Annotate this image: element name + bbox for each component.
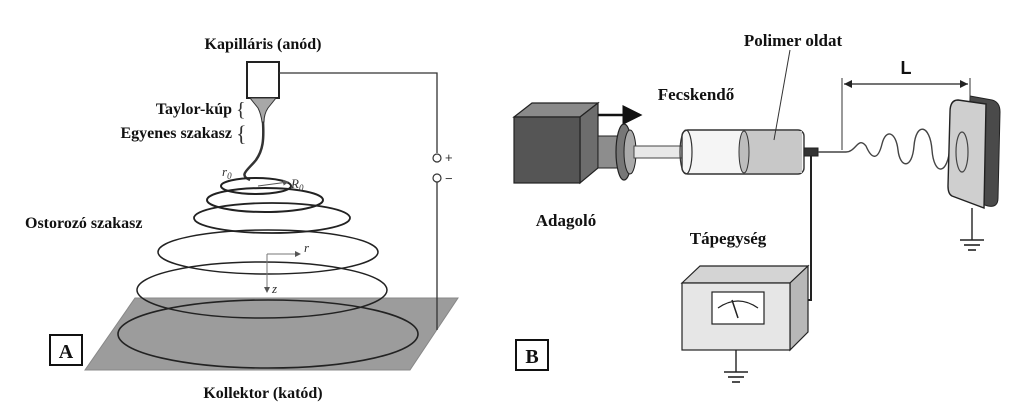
syringe-label: Fecskendő xyxy=(658,85,735,104)
whipping-spiral xyxy=(117,177,419,369)
panel-a: r0 R0 r z + − Kapilláris (anód) Taylor-k… xyxy=(25,36,459,402)
ground-symbol-collector xyxy=(960,239,984,251)
r0-label: r0 xyxy=(222,164,232,181)
taylor-brace: { xyxy=(236,99,246,121)
panel-b: L Polimer oldat Fecskendő Adagoló Tápegy… xyxy=(512,31,1001,383)
collector-plate xyxy=(84,297,459,371)
straight-brace: { xyxy=(236,121,247,146)
terminal-plus xyxy=(432,153,442,163)
badge-b-box xyxy=(515,339,549,371)
straight-segment-label: Egyenes szakasz xyxy=(120,125,232,142)
R0-label: R0 xyxy=(290,176,304,193)
distance-label: L xyxy=(901,58,912,78)
meter-needle xyxy=(731,299,739,319)
minus-label: − xyxy=(445,171,453,186)
taylor-cone-label: Taylor-kúp xyxy=(156,101,232,118)
syringe-pump xyxy=(512,101,621,185)
polymer-fill xyxy=(744,131,802,173)
syringe-barrel xyxy=(679,129,819,175)
axis-z-label: z xyxy=(271,281,277,296)
power-supply-label: Tápegység xyxy=(690,229,767,248)
pump-label: Adagoló xyxy=(536,211,596,230)
axis-r-label: r xyxy=(304,240,310,255)
circuit-wire-anode xyxy=(279,72,438,153)
collector-plate-b xyxy=(947,95,1001,210)
whipping-label: Ostorozó szakasz xyxy=(25,215,142,232)
polymer-solution-label: Polimer oldat xyxy=(744,31,843,50)
collector-label: Kollektor (katód) xyxy=(203,385,322,402)
capillary-label: Kapilláris (anód) xyxy=(205,36,322,53)
taylor-cone xyxy=(248,97,278,123)
plus-label: + xyxy=(445,150,453,165)
meter-display xyxy=(711,291,765,325)
power-supply xyxy=(680,264,810,352)
badge-a-box xyxy=(49,334,83,366)
fiber-jet xyxy=(818,124,969,170)
straight-jet xyxy=(243,121,265,182)
terminal-minus xyxy=(432,173,442,183)
capillary-tube xyxy=(246,61,280,99)
badge-a: A xyxy=(59,341,74,363)
ground-symbol-power xyxy=(724,371,748,383)
badge-b: B xyxy=(525,346,538,368)
